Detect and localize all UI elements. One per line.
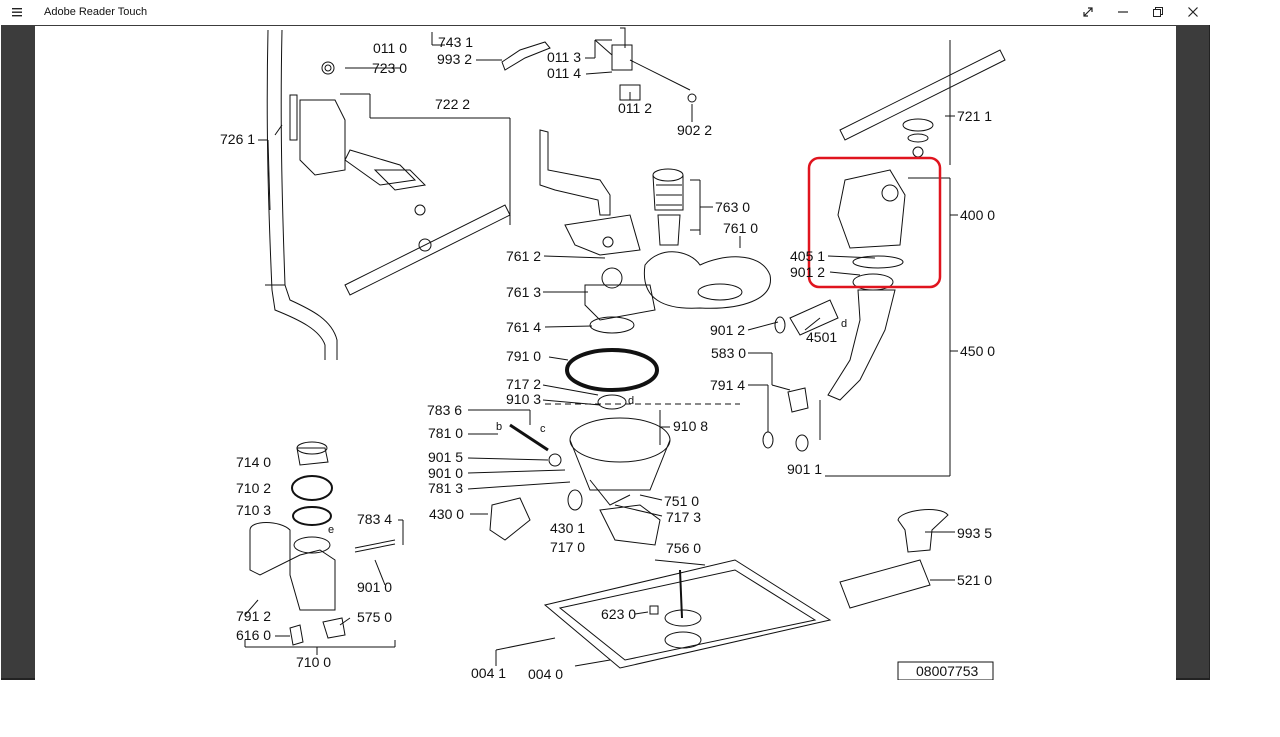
parts-diagram: 011 0 743 1 993 2 011 3 011 4 011 2 902 …	[220, 27, 1006, 680]
document-page[interactable]: 011 0 743 1 993 2 011 3 011 4 011 2 902 …	[35, 26, 1176, 680]
letter-d: d	[628, 395, 634, 407]
label-004-0: 004 0	[528, 666, 563, 680]
filter-drawing	[643, 168, 771, 309]
letter-b: b	[496, 421, 502, 433]
highlight-box	[807, 156, 942, 289]
fullscreen-icon[interactable]	[1071, 0, 1105, 24]
label-430-1: 430 1	[550, 520, 585, 536]
label-791-0: 791 0	[506, 348, 541, 364]
close-icon[interactable]	[1176, 0, 1210, 24]
label-781-3: 781 3	[428, 480, 463, 496]
label-743-1: 743 1	[438, 34, 473, 50]
label-575-0: 575 0	[357, 609, 392, 625]
sump-drawing	[489, 394, 671, 546]
left-duct-drawing	[265, 29, 338, 360]
label-791-2: 791 2	[236, 608, 271, 624]
label-722-2: 722 2	[435, 96, 470, 112]
top-small-parts-drawing	[321, 27, 697, 103]
label-993-2: 993 2	[437, 51, 472, 67]
label-761-4: 761 4	[506, 319, 541, 335]
label-405-1: 405 1	[790, 248, 825, 264]
label-761-0: 761 0	[723, 220, 758, 236]
label-717-0: 717 0	[550, 539, 585, 555]
label-011-2: 011 2	[618, 100, 652, 116]
label-710-0: 710 0	[296, 654, 331, 670]
label-756-0: 756 0	[666, 540, 701, 556]
label-783-6: 783 6	[427, 402, 462, 418]
letter-d-2: d	[841, 318, 847, 330]
label-901-1: 901 1	[787, 461, 822, 477]
menu-icon[interactable]	[9, 4, 25, 20]
drawing-number-box	[897, 661, 994, 680]
label-751-0: 751 0	[664, 493, 699, 509]
label-901-0: 901 0	[428, 465, 463, 481]
letter-c: c	[540, 423, 546, 435]
label-901-0-b: 901 0	[357, 579, 392, 595]
label-450-0: 450 0	[960, 343, 995, 359]
label-521-0: 521 0	[957, 572, 992, 588]
label-583-0: 583 0	[711, 345, 746, 361]
label-763-0: 763 0	[715, 199, 750, 215]
label-791-4: 791 4	[710, 377, 745, 393]
app-title: Adobe Reader Touch	[44, 6, 148, 18]
label-761-2: 761 2	[506, 248, 541, 264]
label-710-2: 710 2	[236, 480, 271, 496]
label-783-4: 783 4	[357, 511, 392, 527]
leader-lines	[244, 32, 958, 667]
right-parts-drawing	[762, 49, 1006, 609]
label-011-0: 011 0	[373, 40, 407, 56]
label-717-3: 717 3	[666, 509, 701, 525]
label-4501: 4501	[806, 329, 837, 345]
restore-icon[interactable]	[1141, 0, 1175, 24]
base-plate-drawing	[543, 559, 832, 669]
drawing-number: 08007753	[916, 663, 979, 679]
label-721-1: 721 1	[957, 108, 992, 124]
label-723-0: 723 0	[372, 60, 407, 76]
label-623-0: 623 0	[601, 606, 636, 622]
label-993-5: 993 5	[957, 525, 992, 541]
softener-drawing	[249, 441, 396, 646]
middle-duct-drawing	[539, 129, 659, 392]
label-616-0: 616 0	[236, 627, 271, 643]
label-710-3: 710 3	[236, 502, 271, 518]
label-011-3: 011 3	[547, 49, 581, 65]
upper-spray-arm-drawing	[299, 99, 511, 296]
label-901-2-b: 901 2	[710, 322, 745, 338]
title-bar: Adobe Reader Touch	[0, 0, 1280, 24]
label-781-0: 781 0	[428, 425, 463, 441]
label-400-0: 400 0	[960, 207, 995, 223]
label-910-8: 910 8	[673, 418, 708, 434]
label-901-2-a: 901 2	[790, 264, 825, 280]
label-761-3: 761 3	[506, 284, 541, 300]
letter-e: e	[328, 524, 334, 536]
label-004-1: 004 1	[471, 665, 506, 680]
label-714-0: 714 0	[236, 454, 271, 470]
label-717-2: 717 2	[506, 376, 541, 392]
label-726-1: 726 1	[220, 131, 255, 147]
minimize-icon[interactable]	[1106, 0, 1140, 24]
label-910-3: 910 3	[506, 391, 541, 407]
label-901-5: 901 5	[428, 449, 463, 465]
part-labels: 011 0 743 1 993 2 011 3 011 4 011 2 902 …	[220, 34, 995, 680]
label-902-2: 902 2	[677, 122, 712, 138]
label-430-0: 430 0	[429, 506, 464, 522]
label-011-4: 011 4	[547, 65, 581, 81]
